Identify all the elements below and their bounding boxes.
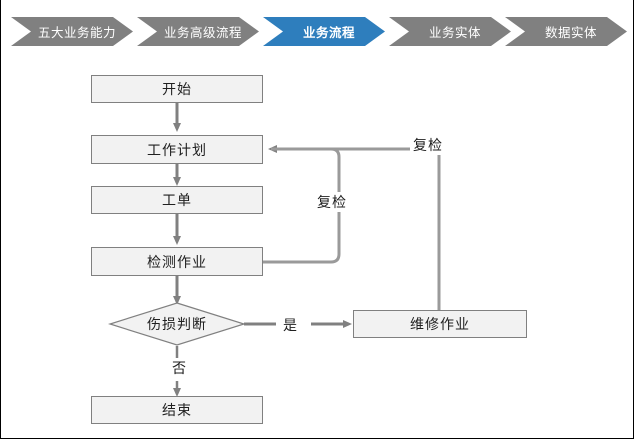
- edge-label-recheck-inner: 复检: [314, 192, 350, 212]
- node-work-order[interactable]: 工单: [91, 186, 263, 214]
- breadcrumb-item-2[interactable]: 业务高级流程: [137, 17, 259, 46]
- breadcrumb-item-3[interactable]: 业务流程: [263, 17, 385, 46]
- node-damage-decision[interactable]: 伤损判断: [110, 303, 244, 345]
- edge-label-recheck-outer: 复检: [410, 135, 446, 155]
- node-work-order-label: 工单: [162, 192, 192, 208]
- node-inspection-label: 检测作业: [147, 253, 207, 270]
- node-inspection[interactable]: 检测作业: [91, 247, 263, 276]
- breadcrumb-item-4[interactable]: 业务实体: [389, 17, 511, 46]
- node-end-label: 结束: [162, 402, 192, 418]
- node-end[interactable]: 结束: [91, 396, 263, 424]
- breadcrumb-item-2-label: 业务高级流程: [163, 26, 242, 40]
- breadcrumb-item-5-label: 数据实体: [544, 26, 597, 40]
- node-repair[interactable]: 维修作业: [353, 310, 527, 338]
- node-damage-decision-label: 伤损判断: [147, 316, 207, 332]
- edge-label-no: 否: [169, 358, 190, 378]
- edge-label-yes: 是: [280, 315, 301, 335]
- breadcrumb-item-5[interactable]: 数据实体: [505, 17, 627, 46]
- breadcrumb-item-3-label: 业务流程: [302, 26, 355, 40]
- node-work-plan-label: 工作计划: [147, 141, 207, 158]
- breadcrumb: 五大业务能力 业务高级流程 业务流程 业务实体 数据实体: [1, 17, 633, 46]
- breadcrumb-item-4-label: 业务实体: [428, 26, 481, 40]
- node-repair-label: 维修作业: [410, 316, 470, 332]
- node-start-label: 开始: [162, 81, 192, 97]
- breadcrumb-item-1-label: 五大业务能力: [37, 26, 116, 40]
- node-work-plan[interactable]: 工作计划: [91, 135, 263, 164]
- node-start[interactable]: 开始: [91, 75, 263, 103]
- breadcrumb-item-1[interactable]: 五大业务能力: [11, 17, 133, 46]
